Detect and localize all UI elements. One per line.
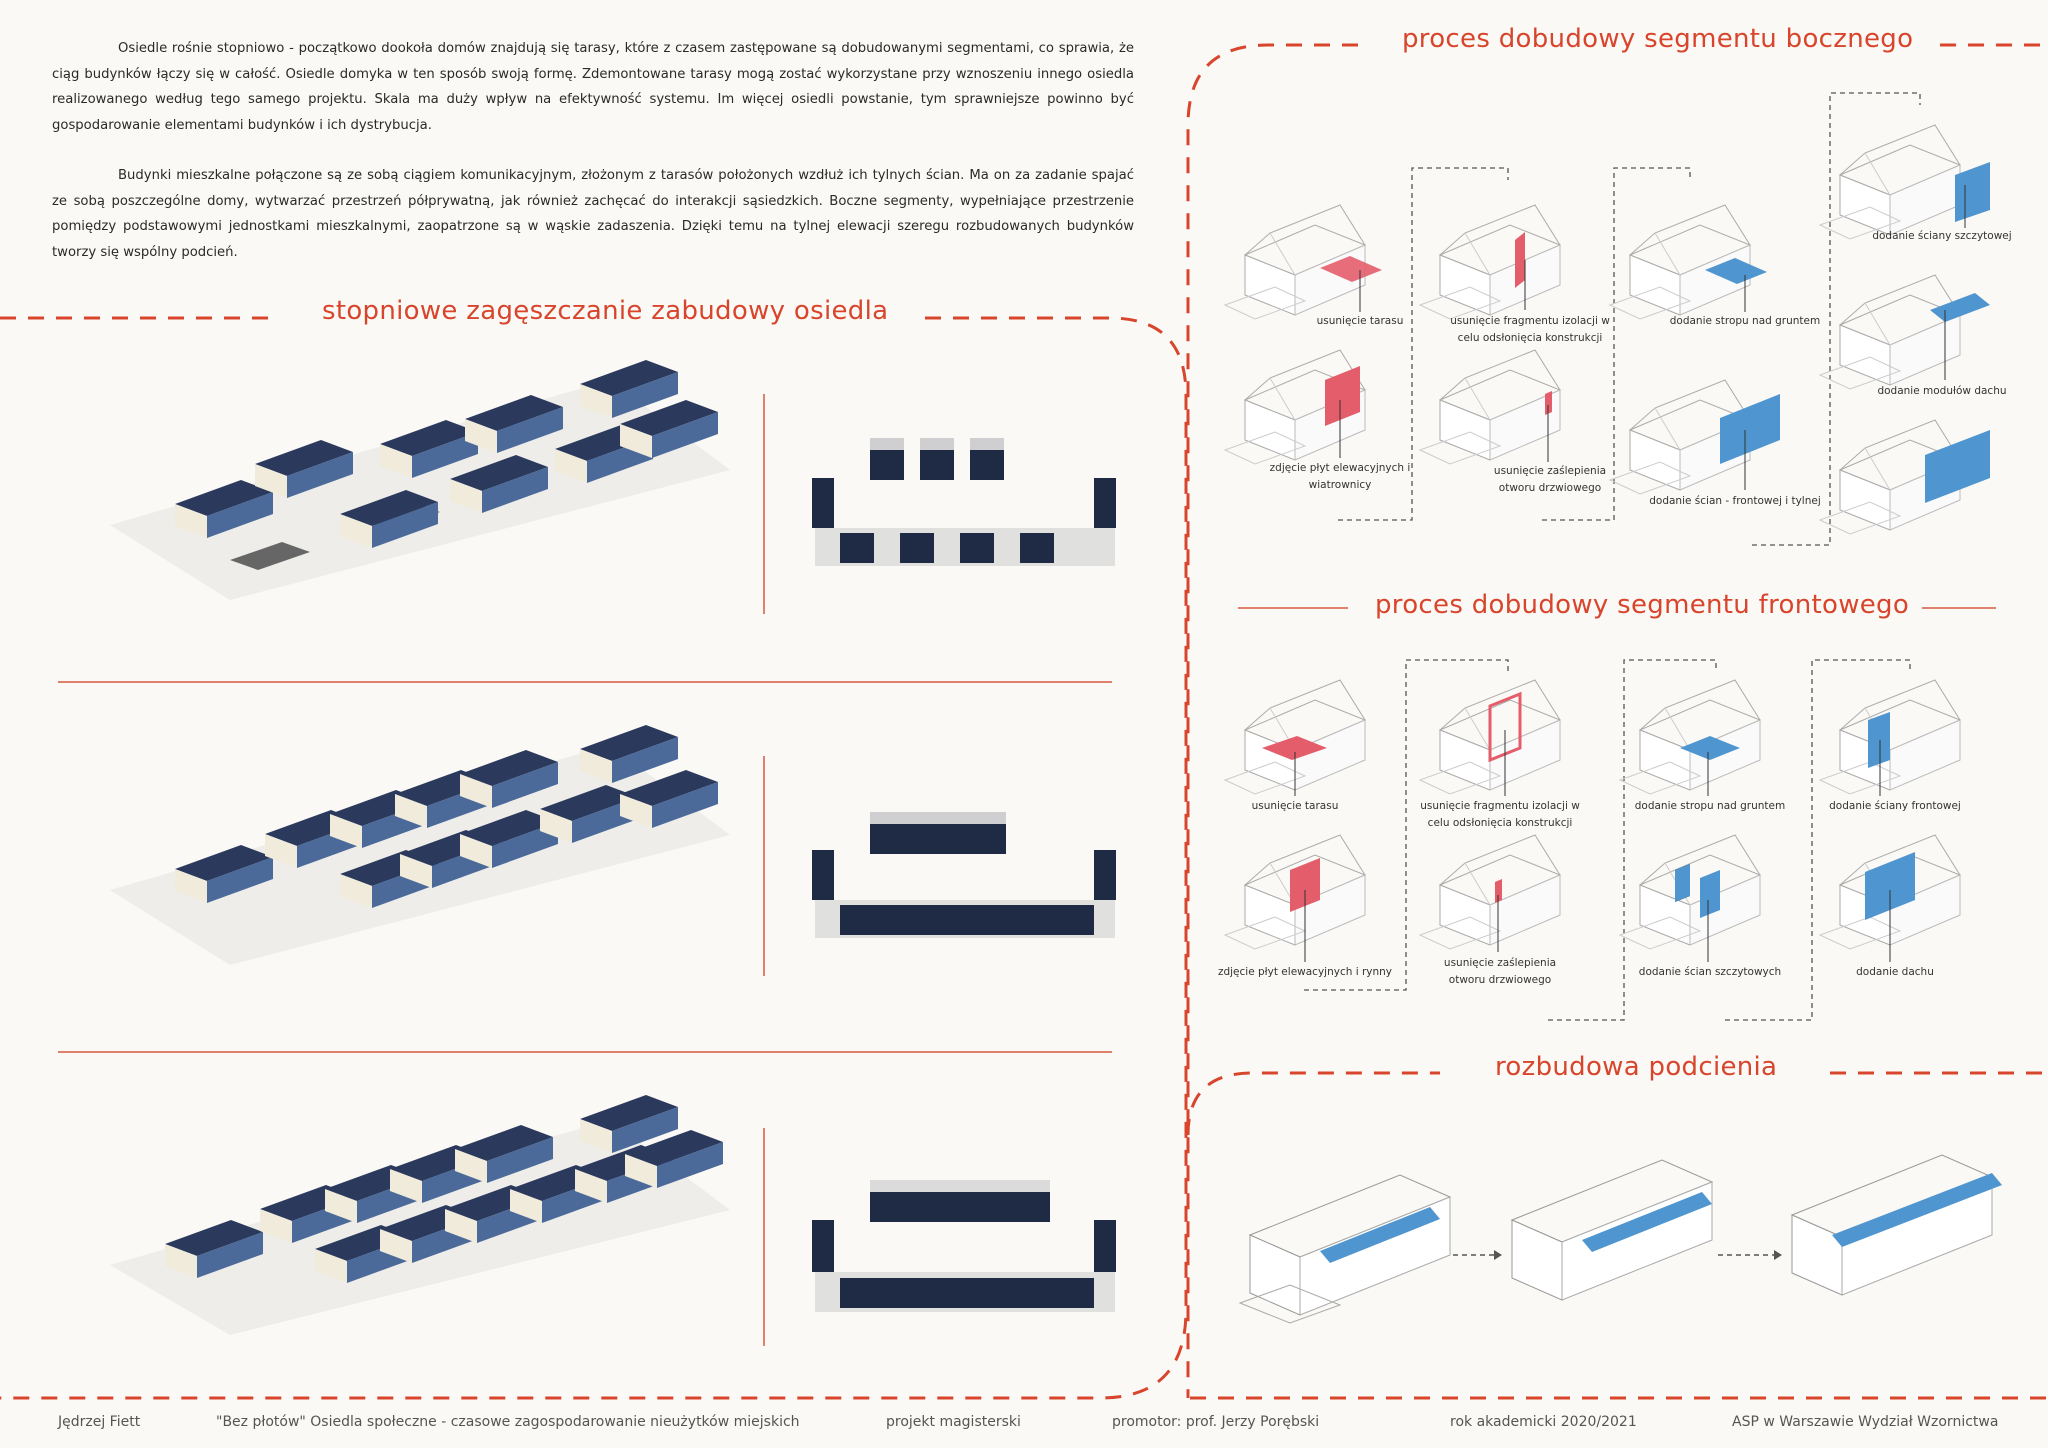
intro-paragraph-2: Budynki mieszkalne połączone są ze sobą …: [52, 168, 1134, 260]
stage-2-plan: [812, 812, 1116, 938]
side-step-1-label: usunięcie tarasu: [1316, 315, 1404, 327]
front-step-7-label: dodanie ściany frontowej: [1829, 800, 1961, 812]
stage-1-iso: [110, 360, 730, 600]
side-step-2-label: zdjęcie płyt elewacyjnych i wiatrownicy: [1269, 462, 1411, 491]
footer-author: Jędrzej Fiett: [58, 1414, 141, 1430]
front-step-3-label: usunięcie fragmentu izolacji w celu odsł…: [1420, 800, 1580, 829]
side-step-8-label: dodanie modułów dachu: [1877, 385, 2007, 397]
stage-2-iso: [110, 725, 730, 965]
front-step-1-label: usunięcie tarasu: [1251, 800, 1339, 812]
stage-3-plan: [812, 1180, 1116, 1312]
front-segment-title: proces dobudowy segmentu frontowego: [1375, 590, 1910, 620]
front-step-6-label: dodanie ścian szczytowych: [1638, 966, 1782, 978]
side-removed-terrace: [1320, 256, 1382, 282]
footer-promoter: promotor: prof. Jerzy Porębski: [1112, 1414, 1320, 1430]
intro-paragraph-1: Osiedle rośnie stopniowo - początkowo do…: [52, 41, 1134, 133]
densification-title: stopniowe zagęszczanie zabudowy osiedla: [322, 296, 889, 326]
front-step-2-label: zdjęcie płyt elewacyjnych i rynny: [1217, 966, 1393, 978]
front-step-8-label: dodanie dachu: [1856, 966, 1934, 978]
side-step-6-label: dodanie ścian - frontowej i tylnej: [1649, 495, 1821, 507]
footer-project-type: projekt magisterski: [886, 1414, 1021, 1430]
front-step-5-label: dodanie stropu nad gruntem: [1634, 800, 1786, 812]
side-step-7-label: dodanie ściany szczytowej: [1872, 230, 2012, 242]
side-step-3-label: usunięcie fragmentu izolacji w celu odsł…: [1450, 315, 1610, 344]
footer-school: ASP w Warszawie Wydział Wzornictwa: [1732, 1414, 1999, 1430]
side-step-4-label: usunięcie zaślepienia otworu drzwiowego: [1493, 465, 1607, 494]
side-segment-title: proces dobudowy segmentu bocznego: [1402, 24, 1914, 54]
front-step-4-label: usunięcie zaślepienia otworu drzwiowego: [1443, 957, 1557, 986]
stage-3-iso: [110, 1095, 730, 1335]
arcade-stages: [1238, 1154, 2002, 1324]
arcade-title: rozbudowa podcienia: [1495, 1052, 1778, 1082]
intro-text: Osiedle rośnie stopniowo - początkowo do…: [52, 36, 1134, 290]
stage-1-plan: [812, 438, 1116, 566]
side-step-5-label: dodanie stropu nad gruntem: [1669, 315, 1821, 327]
footer-academic-year: rok akademicki 2020/2021: [1450, 1414, 1637, 1430]
footer-project-title: "Bez płotów" Osiedla społeczne - czasowe…: [216, 1414, 800, 1430]
